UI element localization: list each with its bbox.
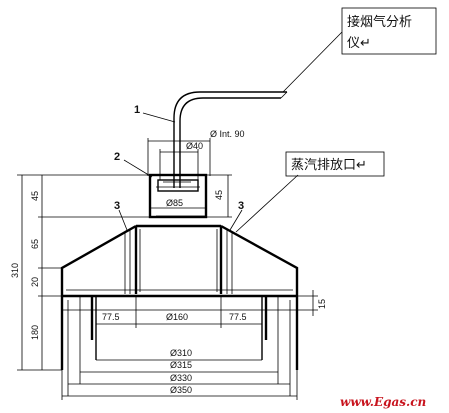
dim-w775-left: 77.5 <box>102 312 120 322</box>
base <box>60 296 299 396</box>
callout-top-text-line2: 仪↵ <box>347 36 371 51</box>
dim-h45-left: 45 <box>30 191 40 201</box>
leader-label-2: 2 <box>114 151 120 163</box>
dim-d350: Ø350 <box>170 385 192 395</box>
callout-box-middle <box>285 151 385 177</box>
dim-h65: 65 <box>30 239 40 249</box>
right-dims <box>206 174 318 316</box>
dim-d315: Ø315 <box>170 360 192 370</box>
bottom-dims <box>61 359 298 400</box>
dim-w160: Ø160 <box>166 312 188 322</box>
leader-label-1: 1 <box>134 104 140 116</box>
body-upper <box>134 224 223 294</box>
dim-d85: Ø85 <box>166 198 183 208</box>
width-dims <box>96 296 262 328</box>
leader-label-3-left: 3 <box>114 200 120 212</box>
watermark: www.Egas.cn <box>340 395 426 409</box>
dim-w775-right: 77.5 <box>229 312 247 322</box>
left-dims <box>17 174 150 371</box>
dim-h310: 310 <box>10 263 20 278</box>
dim-d330: Ø330 <box>170 373 192 383</box>
pipe <box>163 91 288 188</box>
dim-d310: Ø310 <box>170 348 192 358</box>
callout-top-text: 接烟气分析 <box>347 14 412 30</box>
leaders <box>118 31 343 233</box>
top-cap <box>148 173 208 219</box>
dim-h180: 180 <box>30 325 40 340</box>
callout-box-top <box>341 7 437 55</box>
dim-int90: Ø Int. 90 <box>210 129 245 139</box>
dim-d40: Ø40 <box>186 141 203 151</box>
dim-h20: 20 <box>30 277 40 287</box>
leader-label-3-right: 3 <box>238 200 244 212</box>
hood <box>60 224 299 298</box>
dim-h15: 15 <box>317 299 327 309</box>
dim-h45-right: 45 <box>214 190 224 200</box>
callout-middle-text: 蒸汽排放口↵ <box>291 158 367 173</box>
top-dims <box>147 138 211 209</box>
